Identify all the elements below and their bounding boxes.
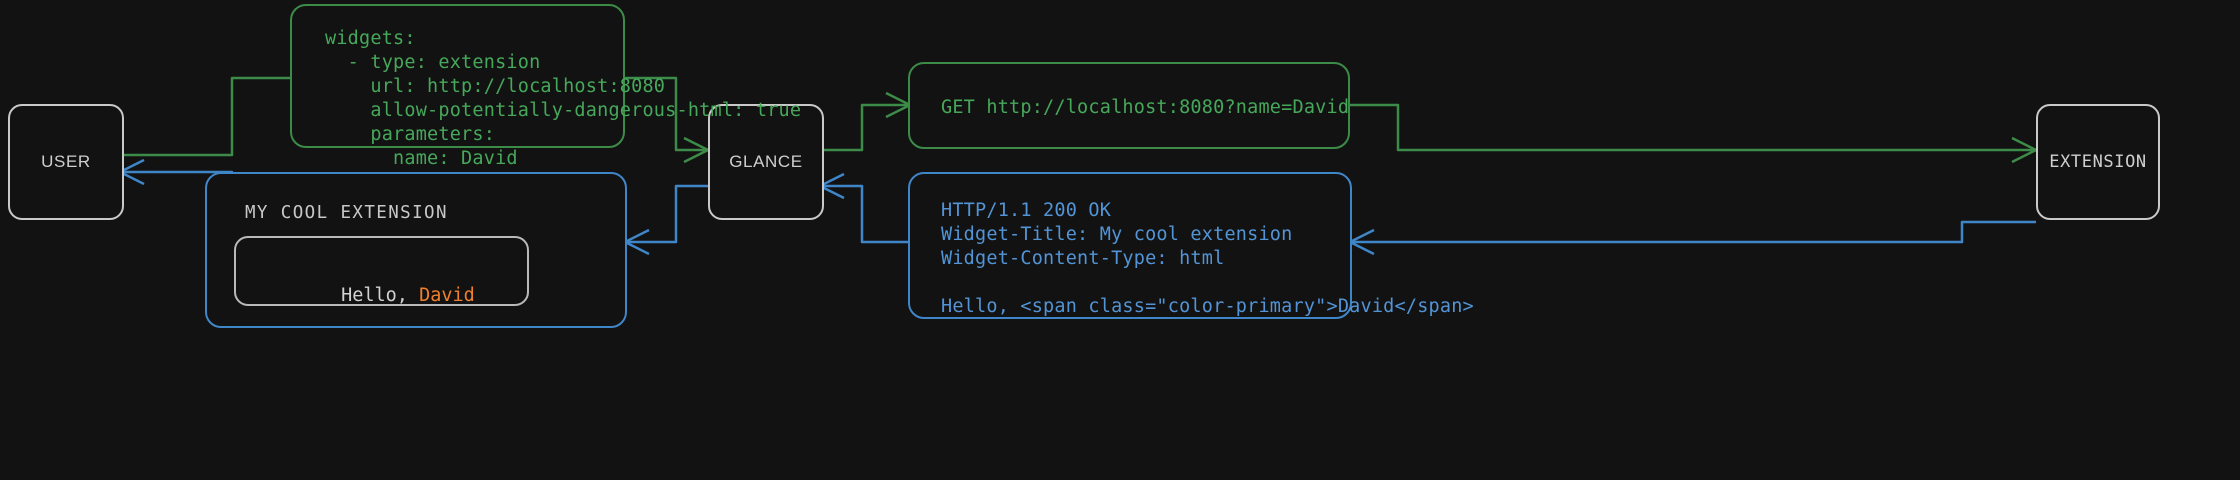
node-user[interactable]: USER [8, 104, 124, 220]
widget-body: Hello, David [252, 264, 475, 327]
panel-config: widgets: - type: extension url: http://l… [290, 4, 801, 169]
edge-extension-to-response [1352, 220, 2036, 244]
http-request-code: GET http://localhost:8080?name=David [941, 97, 1350, 118]
edge-glance-to-request [820, 103, 908, 152]
widget-content-box: Hello, David [234, 236, 529, 306]
node-glance-label: GLANCE [729, 152, 803, 171]
panel-http-response: HTTP/1.1 200 OK Widget-Title: My cool ex… [908, 172, 1474, 319]
config-code: widgets: - type: extension url: http://l… [325, 28, 802, 169]
edge-user-to-config [120, 76, 315, 157]
edge-glance-to-widget [627, 184, 708, 244]
node-glance[interactable]: GLANCE [708, 104, 824, 220]
edge-config-to-glance [625, 76, 706, 152]
node-extension[interactable]: EXTENSION [2036, 104, 2160, 220]
node-extension-label: EXTENSION [2049, 152, 2147, 172]
edge-response-to-glance [822, 184, 908, 244]
widget-title: MY COOL EXTENSION [245, 203, 448, 223]
http-response-code: HTTP/1.1 200 OK Widget-Title: My cool ex… [941, 200, 1474, 317]
widget-body-accent: David [419, 285, 475, 306]
panel-widget-preview: MY COOL EXTENSION Hello, David [205, 172, 627, 328]
node-user-label: USER [41, 152, 91, 171]
widget-body-prefix: Hello, [341, 285, 420, 306]
panel-http-request: GET http://localhost:8080?name=David [908, 62, 1350, 149]
edge-request-to-extension [1350, 103, 2034, 152]
